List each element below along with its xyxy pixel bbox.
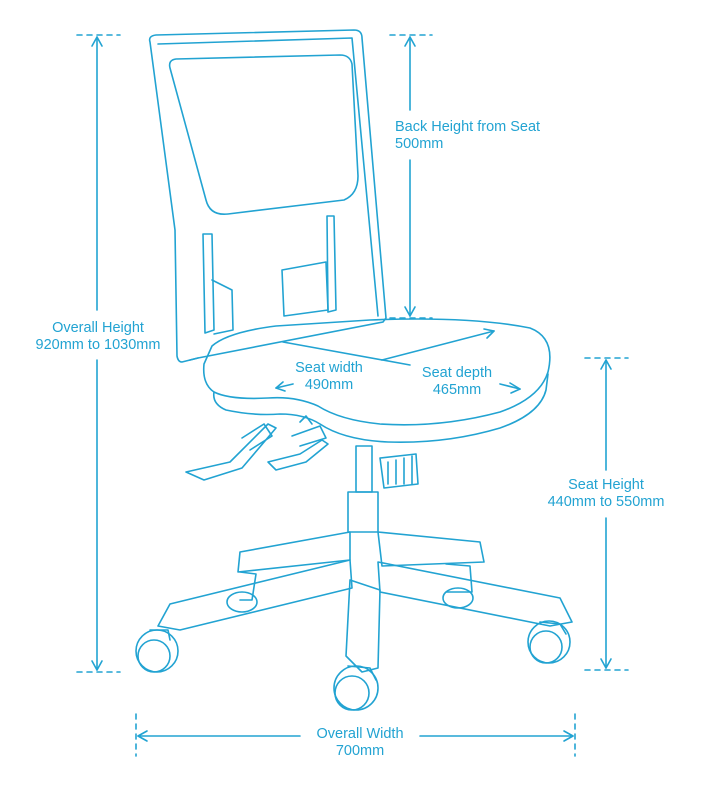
castor-front-right [527,620,571,664]
castor-front-left [135,629,179,673]
seat-depth-label: Seat depth 465mm [412,365,502,399]
overall-height-value: 920mm to 1030mm [35,337,161,353]
chair-seat [202,318,551,444]
seat-height-dimension [584,357,629,671]
back-height-label: Back Height from Seat 500mm [395,119,540,153]
seat-height-value: 440mm to 550mm [547,494,665,510]
back-height-title: Back Height from Seat [395,119,541,135]
overall-width-dimension [135,713,576,757]
seat-width-title: Seat width [295,360,363,376]
overall-width-value: 700mm [335,743,385,759]
seat-width-value: 490mm [304,377,354,393]
seat-diagonal-arrows [275,328,521,394]
chair-star-base [157,531,573,673]
overall-height-title: Overall Height [52,320,144,336]
seat-depth-value: 465mm [432,382,482,398]
chair-gas-lift [347,445,379,533]
seat-height-label: Seat Height 440mm to 550mm [536,477,676,511]
overall-height-dimension [76,34,121,673]
seat-height-title: Seat Height [568,477,644,493]
overall-height-label: Overall Height 920mm to 1030mm [28,320,168,354]
seat-depth-title: Seat depth [421,365,493,381]
back-height-dimension [389,34,433,319]
chair-mechanism [185,415,419,489]
chair-castors [135,587,571,711]
seat-width-label: Seat width 490mm [284,360,374,394]
chair-backrest [148,29,387,363]
overall-width-label: Overall Width 700mm [300,726,420,760]
overall-width-title: Overall Width [316,726,404,742]
castor-front-center [333,665,379,711]
castor-back-left [226,591,258,613]
back-height-value: 500mm [395,136,444,152]
castor-back-right [442,587,474,609]
